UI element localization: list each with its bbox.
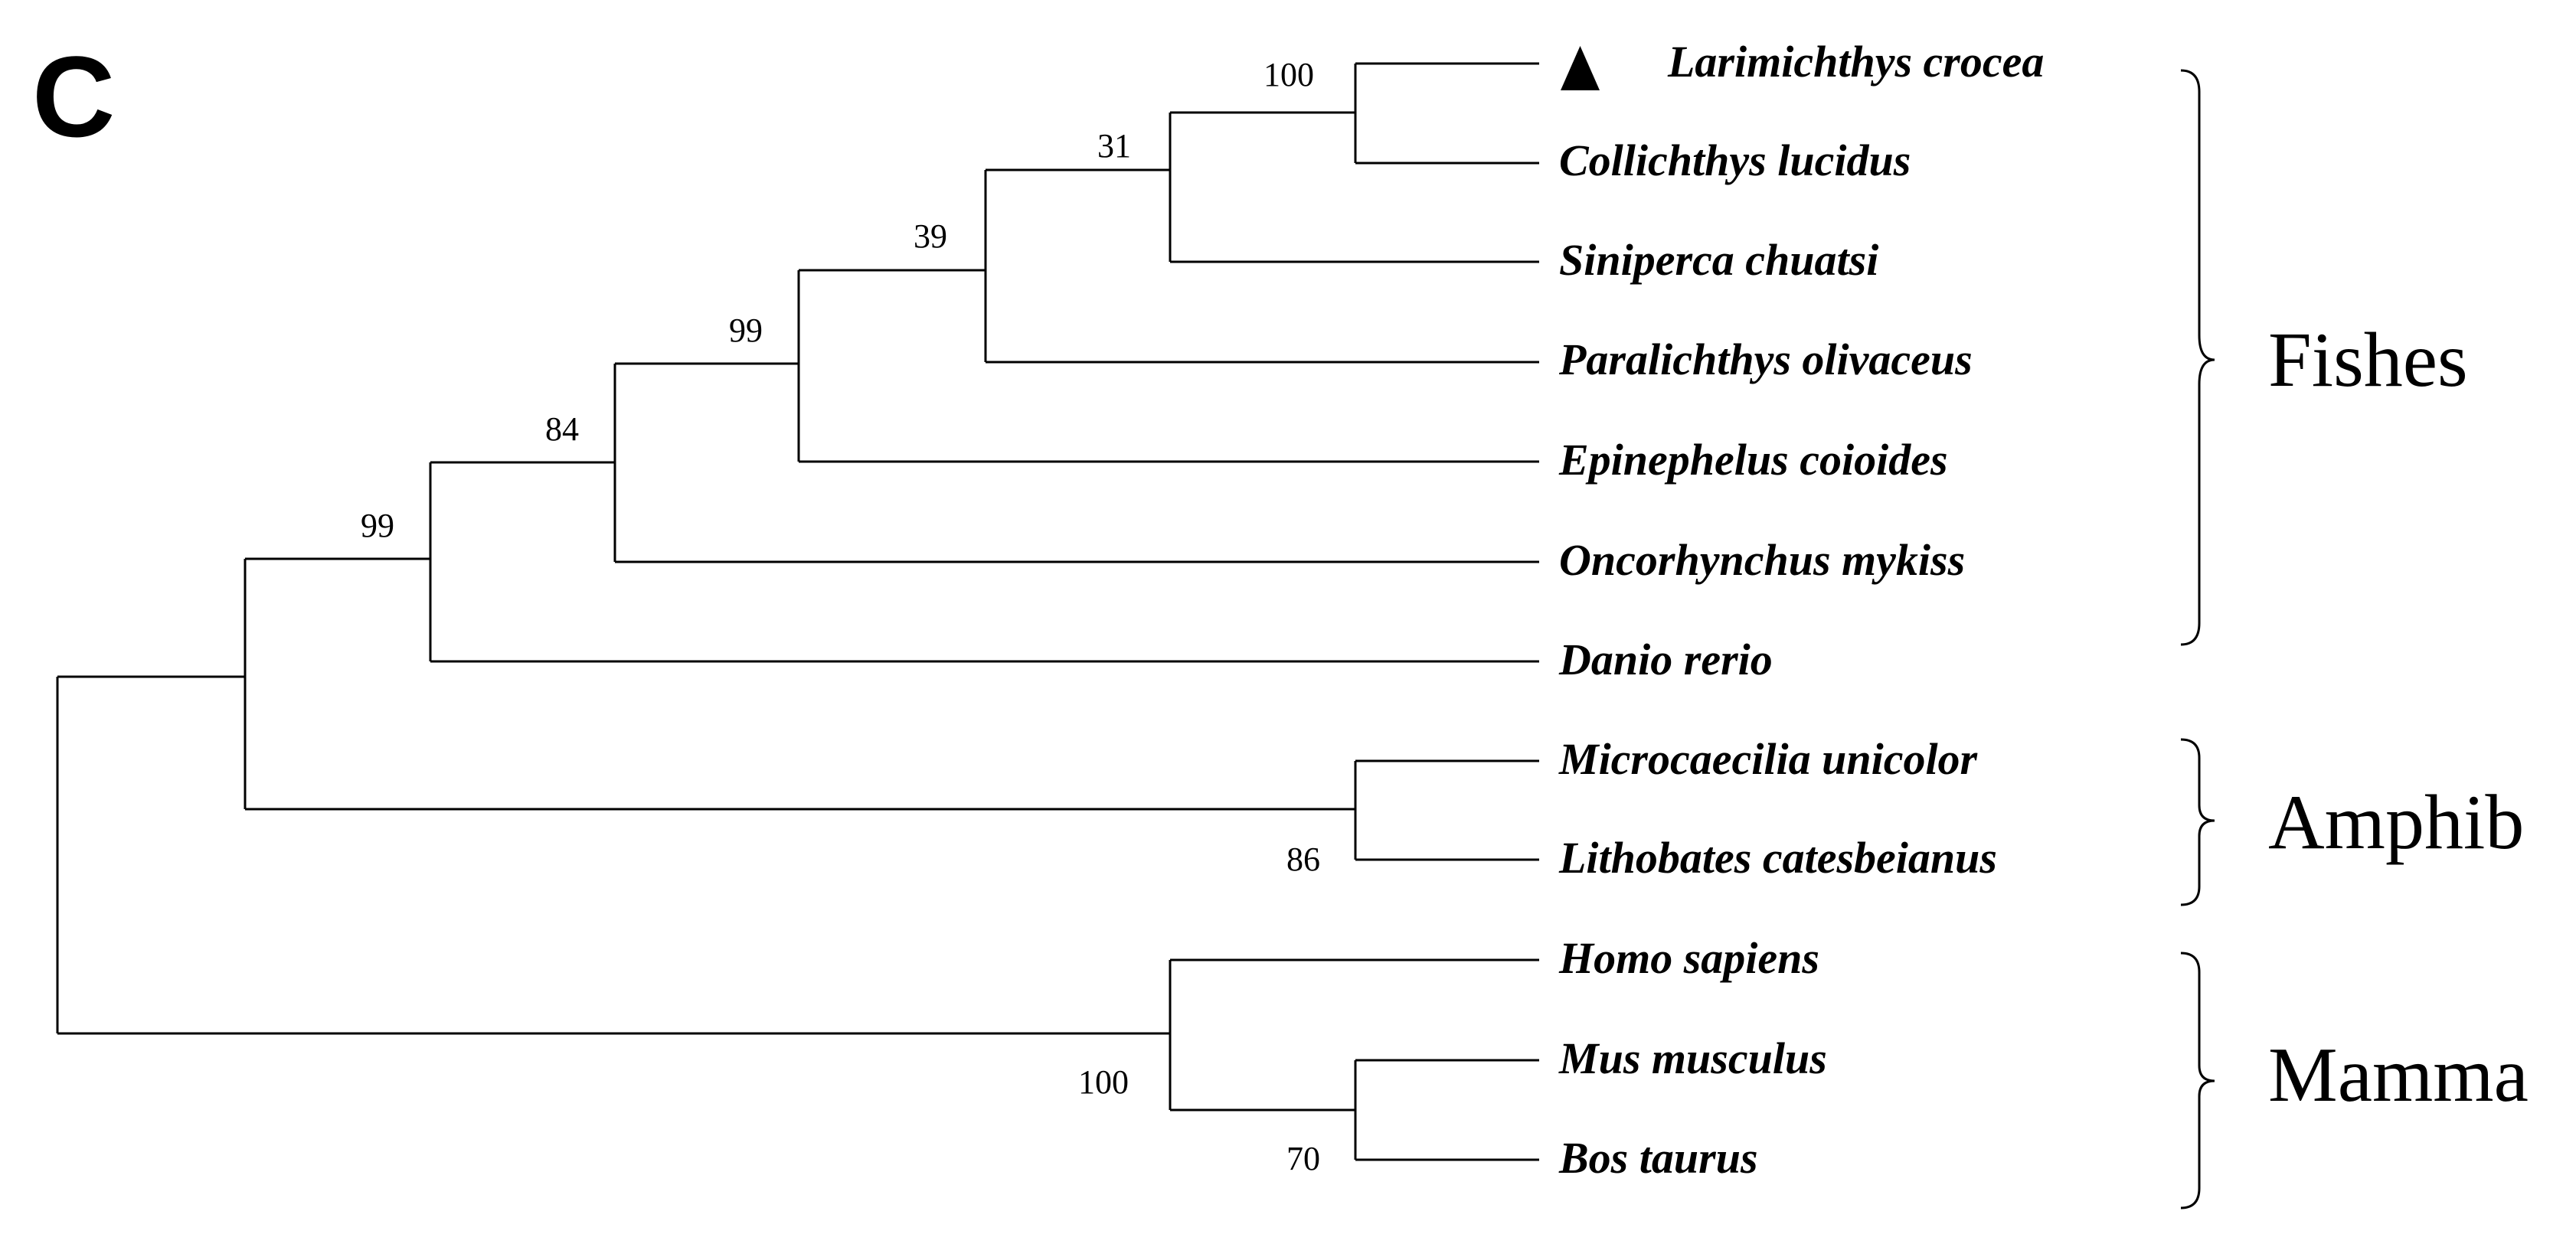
branch-fish-amphib-clade <box>57 559 247 809</box>
support-values: 100 31 39 99 84 99 86 100 70 <box>361 56 1320 1177</box>
taxon-label: Larimichthys crocea <box>1667 37 2044 87</box>
branch-node-39 <box>799 170 987 362</box>
support-value: 31 <box>1097 127 1131 165</box>
taxon-label: Paralichthys olivaceus <box>1558 335 1973 384</box>
support-value: 86 <box>1286 841 1320 878</box>
filled-triangle-icon <box>1561 46 1600 90</box>
taxon-label: Bos taurus <box>1558 1133 1758 1183</box>
support-value: 100 <box>1078 1063 1129 1101</box>
panel-label: C <box>32 32 115 161</box>
taxon-label: Epinephelus coioides <box>1558 435 1948 485</box>
taxon-label: Homo sapiens <box>1558 933 1819 983</box>
branch-mammal-clade <box>57 960 1172 1110</box>
taxon-label: Lithobates catesbeianus <box>1558 833 1997 883</box>
mamma-brace <box>2180 952 2215 1210</box>
support-value: 39 <box>914 217 947 255</box>
group-label-fishes: Fishes <box>2268 317 2468 403</box>
group-label-amphib: Amphib <box>2268 779 2524 866</box>
fishes-brace <box>2180 69 2215 646</box>
taxon-label: Danio rerio <box>1558 635 1773 684</box>
branch-fish-clade <box>245 462 432 661</box>
tree-branches <box>56 62 1539 1161</box>
amphib-brace <box>2180 738 2215 906</box>
support-value: 99 <box>729 312 763 349</box>
branch-amphib-clade <box>245 761 1357 860</box>
branch-node-31 <box>986 113 1172 262</box>
group-labels: Fishes Amphib Mamma <box>2268 317 2529 1118</box>
taxon-label: Oncorhynchus mykiss <box>1559 535 1965 585</box>
support-value: 99 <box>361 507 394 544</box>
branch-node-99-inner <box>615 270 800 462</box>
taxon-label: Mus musculus <box>1558 1033 1827 1083</box>
support-value: 84 <box>545 410 579 448</box>
taxon-labels: Larimichthys crocea Collichthys lucidus … <box>1558 37 2044 1183</box>
taxon-label: Microcaecilia unicolor <box>1558 734 1978 784</box>
branch-node-100-top <box>1170 64 1357 163</box>
group-brackets <box>2180 69 2215 1210</box>
branch-node-70 <box>1170 1060 1357 1160</box>
support-value: 100 <box>1263 56 1314 93</box>
taxon-label: Collichthys lucidus <box>1559 135 1911 185</box>
taxon-label: Siniperca chuatsi <box>1559 235 1878 285</box>
support-value: 70 <box>1286 1140 1320 1177</box>
group-label-mamma: Mamma <box>2268 1032 2529 1118</box>
branch-node-84 <box>430 364 616 562</box>
